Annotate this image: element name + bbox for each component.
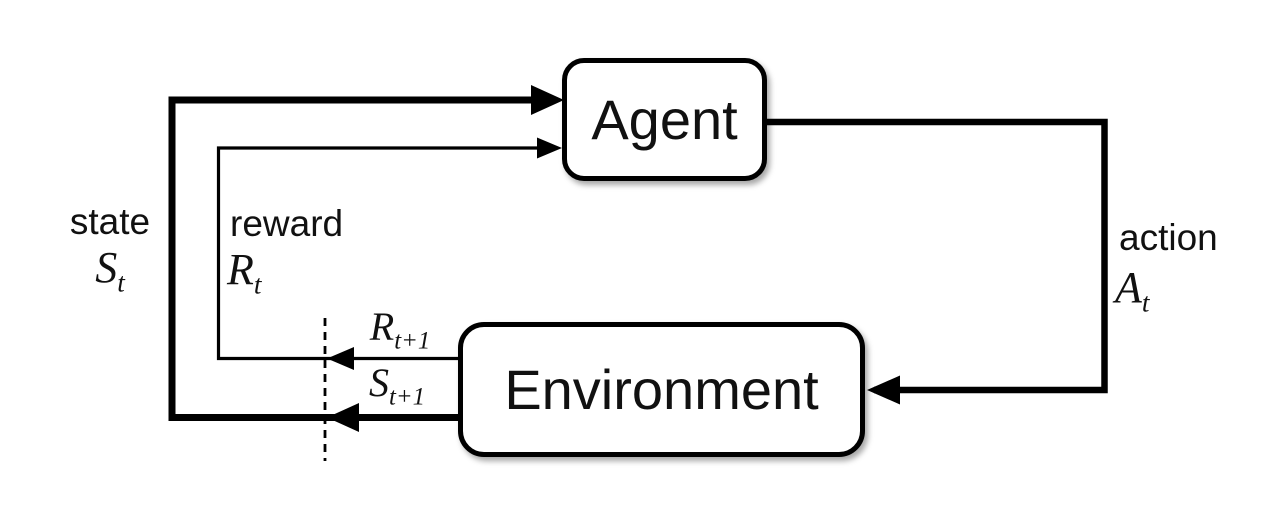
next-reward-symbol: Rt+1 bbox=[345, 307, 455, 354]
state-into-agent-arrowhead bbox=[531, 85, 564, 115]
environment-node: Environment bbox=[458, 322, 865, 457]
state-symbol-subscript: t bbox=[117, 267, 125, 298]
action-symbol: At bbox=[1115, 266, 1149, 317]
reward-symbol: Rt bbox=[227, 248, 261, 299]
next-reward-arrowhead bbox=[327, 347, 354, 370]
agent-node: Agent bbox=[562, 58, 767, 181]
reward-symbol-letter: R bbox=[227, 245, 254, 294]
agent-node-label: Agent bbox=[591, 88, 738, 151]
state-symbol-letter: S bbox=[95, 243, 118, 292]
next-state-symbol-subscript: t+1 bbox=[388, 383, 426, 411]
reward-symbol-subscript: t bbox=[253, 269, 262, 300]
reward-label: reward bbox=[230, 203, 344, 244]
next-reward-symbol-letter: R bbox=[369, 304, 395, 349]
action-label: action bbox=[1119, 217, 1218, 258]
action-into-environment-arrowhead bbox=[867, 375, 900, 405]
action-loop-line bbox=[767, 118, 1108, 394]
reward-into-agent-arrowhead bbox=[537, 137, 562, 159]
next-state-symbol-letter: S bbox=[368, 360, 389, 405]
next-reward-symbol-subscript: t+1 bbox=[394, 327, 431, 355]
state-label: state bbox=[69, 201, 151, 242]
next-state-symbol: St+1 bbox=[342, 363, 452, 410]
action-symbol-subscript: t bbox=[1141, 287, 1150, 318]
next-state-arrowhead bbox=[327, 403, 359, 432]
action-symbol-letter: A bbox=[1115, 263, 1142, 312]
state-symbol: St bbox=[60, 246, 160, 297]
environment-node-label: Environment bbox=[504, 358, 819, 421]
state-loop-line bbox=[168, 96, 534, 421]
